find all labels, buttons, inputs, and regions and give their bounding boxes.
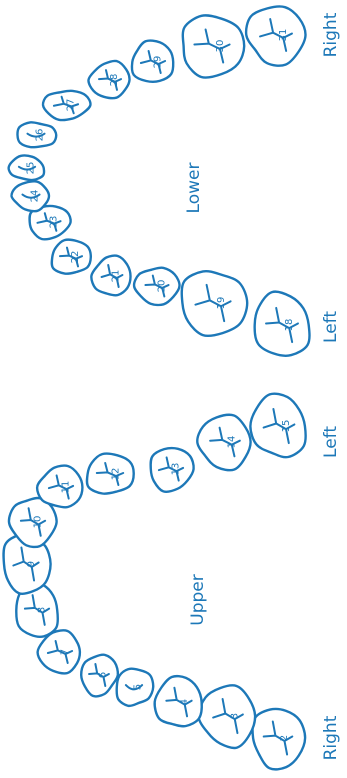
upper-tooth-5: 5	[117, 669, 154, 706]
lower-tooth-20: 20	[134, 268, 179, 305]
tooth-number: 6	[97, 672, 108, 678]
tooth-number: 26	[35, 129, 46, 142]
upper-left-label: Left	[321, 426, 341, 458]
tooth-outline	[198, 685, 255, 748]
lower-left-label: Left	[321, 311, 341, 343]
upper-tooth-11: 11	[37, 466, 82, 508]
lower-tooth-26: 26	[17, 122, 56, 147]
lower-right-label: Right	[321, 12, 341, 57]
tooth-number: 30	[215, 40, 226, 53]
lower-arch-label: Lower	[184, 163, 204, 214]
tooth-number: 7	[60, 649, 71, 655]
tooth-number: 21	[111, 270, 122, 283]
tooth-number: 15	[281, 420, 292, 433]
tooth-number: 14	[226, 436, 237, 449]
tooth-number: 29	[153, 56, 164, 69]
tooth-outline	[246, 6, 305, 65]
tooth-number: 4	[179, 699, 190, 705]
tooth-number: 9	[26, 561, 37, 567]
tooth-number: 5	[132, 684, 143, 690]
lower-arch: 18 19 20 21 22 23 24 25 26 27 28 29 30 31	[9, 6, 310, 355]
lower-tooth-31: 31	[246, 6, 305, 65]
tooth-number: 3	[229, 713, 240, 719]
upper-arch-label: Upper	[188, 574, 208, 625]
upper-tooth-4: 4	[155, 676, 202, 726]
upper-tooth-6: 6	[81, 655, 118, 697]
lower-tooth-30: 30	[183, 15, 244, 77]
tooth-number: 24	[30, 190, 41, 203]
tooth-number: 10	[33, 516, 44, 529]
upper-tooth-15: 15	[250, 394, 305, 458]
lower-tooth-19: 19	[182, 271, 247, 336]
lower-tooth-28: 28	[88, 61, 129, 98]
tooth-number: 31	[278, 29, 289, 42]
lower-tooth-25: 25	[9, 156, 45, 181]
lower-tooth-21: 21	[91, 256, 130, 296]
tooth-number: 25	[25, 162, 36, 175]
tooth-number: 20	[156, 280, 167, 293]
lower-tooth-18: 18	[255, 292, 310, 356]
tooth-number: 13	[171, 463, 182, 476]
tooth-number: 2	[279, 735, 290, 741]
upper-tooth-13: 13	[151, 448, 194, 492]
tooth-number: 23	[48, 216, 59, 229]
upper-tooth-2: 2	[253, 709, 306, 769]
tooth-number: 19	[216, 297, 227, 310]
lower-tooth-27: 27	[43, 91, 90, 120]
upper-right-label: Right	[321, 715, 341, 760]
upper-tooth-14: 14	[197, 415, 250, 470]
tooth-number: 28	[109, 74, 120, 87]
lower-tooth-29: 29	[132, 41, 173, 82]
tooth-outline	[197, 415, 250, 470]
tooth-number: 11	[61, 481, 72, 494]
tooth-number: 8	[37, 607, 48, 613]
tooth-number: 12	[110, 468, 121, 481]
upper-tooth-12: 12	[87, 454, 134, 494]
lower-tooth-22: 22	[52, 240, 91, 274]
lower-tooth-24: 24	[11, 181, 49, 211]
upper-tooth-3: 3	[198, 685, 255, 748]
tooth-number: 27	[66, 99, 77, 112]
tooth-number: 22	[70, 251, 81, 264]
tooth-number: 18	[284, 319, 295, 332]
upper-arch: 2 3 4 5 6 7 8 9 10 11 12 13 14 15	[4, 394, 306, 770]
